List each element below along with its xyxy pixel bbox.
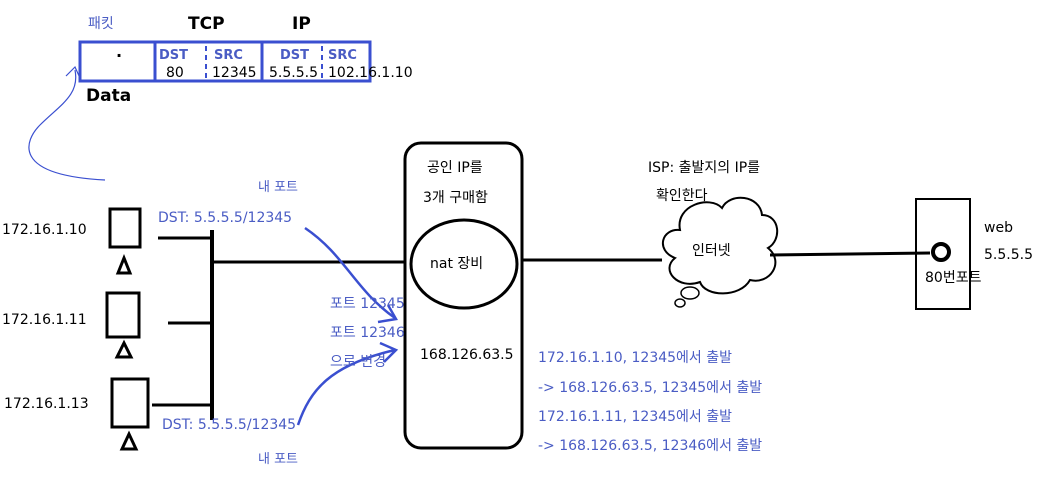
tcp-dst-label: DST [159,48,189,63]
dst-annotation-bottom: DST: 5.5.5.5/12345 [162,417,297,433]
web-server [915,198,971,310]
my-port-top: 내 포트 [258,180,299,195]
tcp-src-label: SRC [214,48,243,63]
log-line-2: -> 168.126.63.5, 12345에서 출발 [538,380,763,396]
data-label: Data [86,86,132,106]
port-change-line3: 으로 변경 [330,354,386,370]
web-name: web [984,220,1013,236]
internet-label: 인터넷 [692,243,731,259]
internet-cloud [662,196,778,308]
host-ip-1: 172.16.1.10 [2,222,87,238]
nat-note-line2: 3개 구매함 [423,190,488,206]
data-pointer-arrow [28,65,106,181]
packet-label: 패킷 [88,16,114,32]
nat-device [403,141,524,450]
isp-note-line2: 확인한다 [656,188,708,204]
tcp-dst-value: 80 [166,65,184,81]
nat-device-label: nat 장비 [430,256,484,272]
port-change-line1: 포트 12345 [330,296,405,312]
packet-box [78,40,372,83]
ip-dst-value: 5.5.5.5 [269,65,318,81]
ip-src-label: SRC [328,48,357,63]
host-ip-3: 172.16.1.13 [4,396,89,412]
ip-src-value: 102.16.1.10 [328,65,413,81]
log-line-3: 172.16.1.11, 12345에서 출발 [538,409,733,425]
dst-annotation-top: DST: 5.5.5.5/12345 [158,210,293,226]
ip-dst-label: DST [280,48,310,63]
tcp-src-value: 12345 [212,65,257,81]
nat-public-ip: 168.126.63.5 [420,347,514,363]
port-change-line2: 포트 12346 [330,325,405,341]
host-pc-1 [108,207,142,275]
nat-note-line1: 공인 IP를 [427,160,483,176]
log-line-4: -> 168.126.63.5, 12346에서 출발 [538,438,763,454]
tcp-header-label: TCP [188,14,225,34]
port-change-arrows [296,226,399,426]
my-port-bottom: 내 포트 [258,452,299,467]
data-payload-dot: · [116,46,123,65]
lan-bus [152,230,405,420]
host-ip-2: 172.16.1.11 [2,312,87,328]
log-line-1: 172.16.1.10, 12345에서 출발 [538,350,733,366]
ip-header-label: IP [292,14,311,34]
internet-web-link [769,251,931,257]
web-ip: 5.5.5.5 [984,247,1033,263]
isp-note-line1: ISP: 출발지의 IP를 [648,160,761,176]
host-pc-2 [105,291,141,359]
web-port: 80번포트 [925,270,982,286]
host-pc-3 [110,377,150,451]
